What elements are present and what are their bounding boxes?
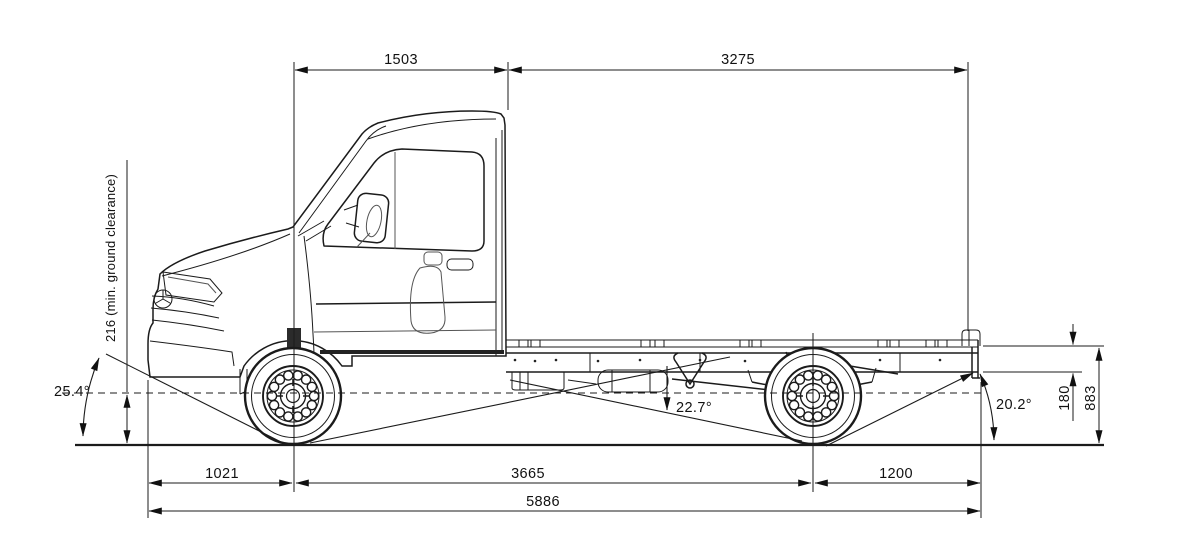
dim-label-3665: 3665 [511, 466, 545, 482]
dim-label-1503: 1503 [384, 52, 418, 68]
windshield-inner-line [298, 125, 387, 234]
headlight [162, 271, 223, 303]
frame-rail [506, 352, 978, 373]
door-crease [313, 329, 497, 333]
bumper-seam [149, 340, 235, 367]
cab-door [303, 138, 504, 357]
wiper-blades [297, 220, 332, 242]
angle-label-breakover: 22.7° [676, 400, 712, 416]
angle-annotations [79, 353, 998, 447]
approach-angle-line [105, 353, 288, 446]
seat-headrest [423, 251, 443, 266]
step-box [511, 372, 565, 391]
approach-angle-arc [79, 357, 100, 437]
fuel-tank-straps [611, 370, 651, 392]
dim-label-1200: 1200 [879, 466, 913, 482]
angle-label-approach: 25.4° [54, 384, 90, 400]
dimension-annotations: 1503 3275 1021 3665 1200 5886 216 (min. … [54, 52, 1104, 518]
dim-label-883: 883 [1083, 385, 1099, 410]
breakover-line-front [309, 356, 731, 444]
frame-mounting-tabs [518, 339, 948, 348]
vehicle-drawing [147, 110, 981, 446]
front-wheel [243, 346, 343, 446]
breakover-line-rear [509, 379, 803, 442]
departure-angle-arc [979, 373, 998, 441]
hood-seam [161, 233, 291, 277]
dimension-lines [123, 66, 1103, 515]
door-window [322, 148, 485, 252]
rear-bracket [961, 329, 981, 346]
extension-lines [126, 62, 1104, 518]
dim-label-1021: 1021 [205, 466, 239, 482]
dim-label-180: 180 [1057, 385, 1073, 410]
dim-label-ground-clearance: 216 (min. ground clearance) [103, 174, 118, 342]
interior-hints [356, 204, 446, 334]
exhaust-pipe [567, 379, 597, 385]
cab-body [147, 110, 507, 395]
spare-wheel-bracket [673, 352, 707, 389]
spring-shackles [747, 367, 877, 398]
dim-label-3275: 3275 [721, 52, 755, 68]
headlight-inner [167, 276, 217, 294]
side-molding [315, 301, 497, 305]
front-grille [150, 295, 225, 332]
departure-angle-line [825, 372, 974, 447]
frame-rivets [513, 358, 942, 363]
roof-inner-line [367, 118, 497, 140]
door-handle [446, 258, 474, 271]
side-mirror [343, 192, 390, 244]
steering-wheel [365, 204, 383, 238]
seat-outline [409, 265, 446, 334]
dim-label-5886: 5886 [526, 494, 560, 510]
angle-label-departure: 20.2° [996, 397, 1032, 413]
exhaust-tail [849, 365, 899, 375]
brand-star-emblem [153, 289, 173, 309]
fuel-tank [597, 369, 669, 393]
